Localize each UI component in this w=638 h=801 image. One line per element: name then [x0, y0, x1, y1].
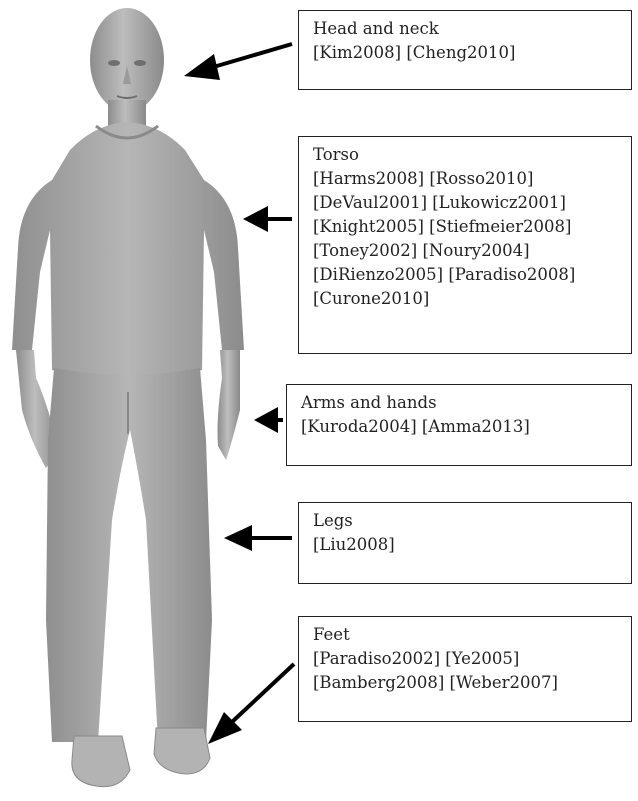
callout-legs: Legs [Liu2008] [298, 502, 632, 584]
reference-line: [Toney2002] [Noury2004] [313, 239, 623, 263]
callout-references: [Harms2008] [Rosso2010] [DeVaul2001] [Lu… [313, 167, 623, 311]
callout-head-and-neck: Head and neck [Kim2008] [Cheng2010] [298, 10, 632, 90]
callout-title: Arms and hands [301, 391, 623, 415]
callout-title: Feet [313, 623, 623, 647]
reference-line: [DeVaul2001] [Lukowicz2001] [313, 191, 623, 215]
reference-line: [Knight2005] [Stiefmeier2008] [313, 215, 623, 239]
reference-line: [Harms2008] [Rosso2010] [313, 167, 623, 191]
arrow-feet [208, 664, 294, 744]
callout-feet: Feet [Paradiso2002] [Ye2005] [Bamberg200… [298, 616, 632, 722]
arrow-torso [243, 206, 292, 232]
callout-references: [Kuroda2004] [Amma2013] [301, 415, 623, 439]
reference-line: [Paradiso2002] [Ye2005] [313, 647, 623, 671]
reference-line: [DiRienzo2005] [Paradiso2008] [313, 263, 623, 287]
arrow-arms [254, 407, 283, 433]
reference-line: [Kuroda2004] [Amma2013] [301, 415, 623, 439]
callout-references: [Kim2008] [Cheng2010] [313, 41, 623, 65]
legs [46, 368, 212, 742]
callout-references: [Liu2008] [313, 533, 623, 557]
arrow-legs [224, 525, 292, 551]
callout-title: Legs [313, 509, 623, 533]
torso [12, 122, 244, 378]
head [90, 8, 164, 130]
reference-line: [Curone2010] [313, 287, 623, 311]
callout-references: [Paradiso2002] [Ye2005] [Bamberg2008] [W… [313, 647, 623, 695]
arrow-head [184, 44, 292, 80]
reference-line: [Kim2008] [Cheng2010] [313, 41, 623, 65]
callout-title: Torso [313, 143, 623, 167]
reference-line: [Liu2008] [313, 533, 623, 557]
callout-title: Head and neck [313, 17, 623, 41]
reference-line: [Bamberg2008] [Weber2007] [313, 671, 623, 695]
callout-arms-and-hands: Arms and hands [Kuroda2004] [Amma2013] [286, 384, 632, 466]
feet [72, 728, 210, 787]
callout-torso: Torso [Harms2008] [Rosso2010] [DeVaul200… [298, 136, 632, 354]
